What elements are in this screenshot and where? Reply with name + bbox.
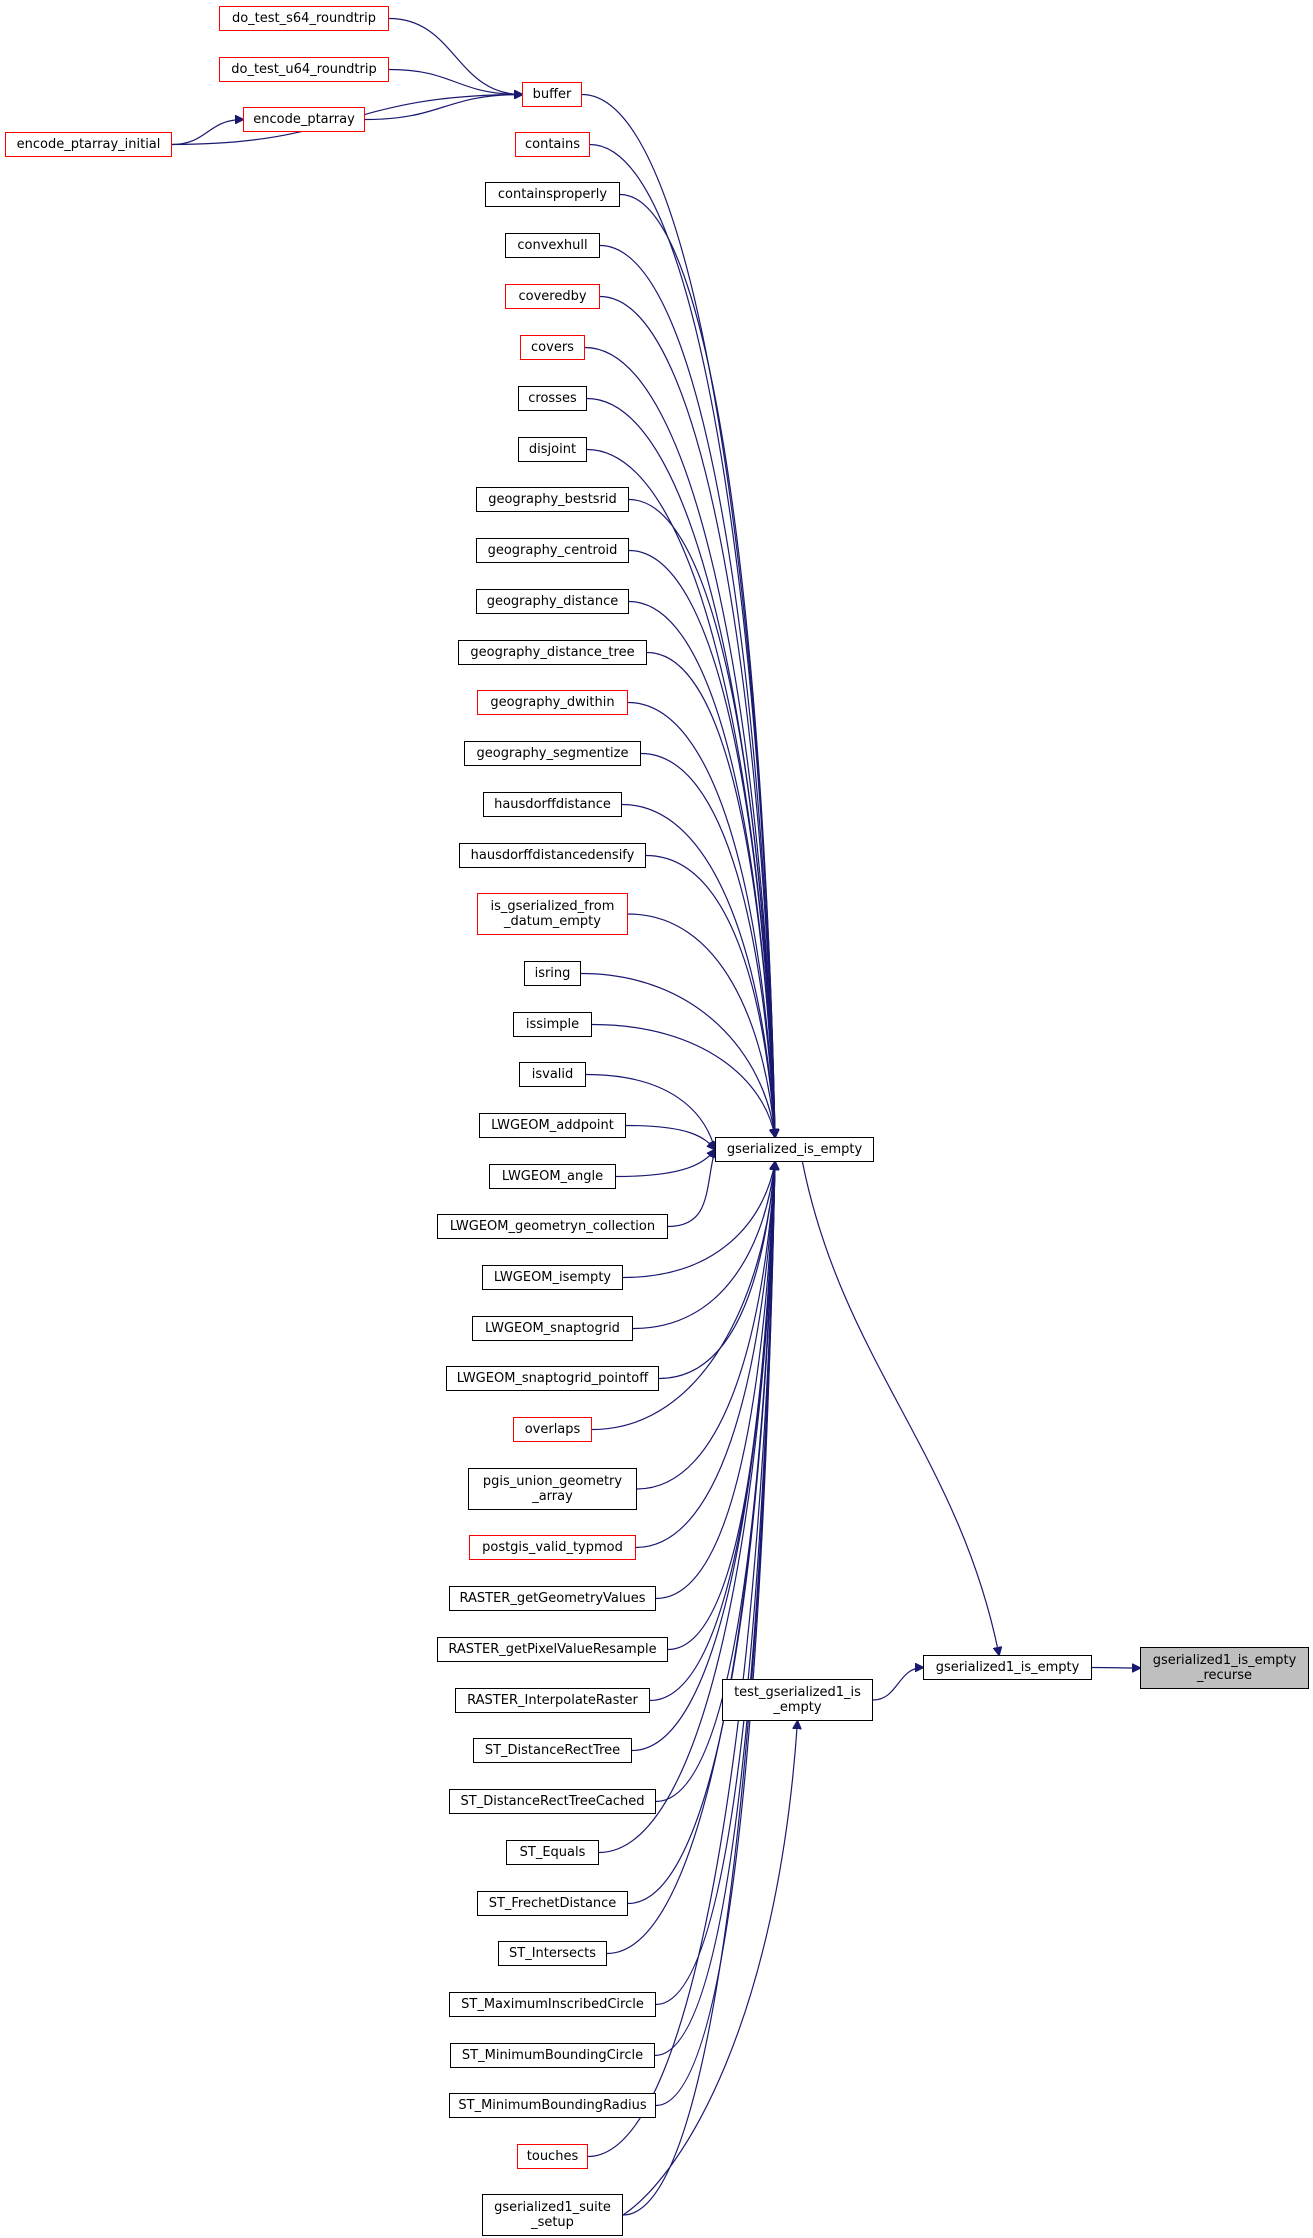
graph-node-RASTER_InterpolateRaster[interactable]: RASTER_InterpolateRaster [455, 1688, 650, 1713]
graph-node-pgis_union_geometry_array[interactable]: pgis_union_geometry _array [468, 1468, 637, 1510]
graph-node-isvalid[interactable]: isvalid [519, 1062, 586, 1087]
graph-node-postgis_valid_typmod[interactable]: postgis_valid_typmod [469, 1535, 636, 1560]
edge-geography_distance-to-gserialized_is_empty [628, 600, 775, 1138]
edge-ST_Equals-to-gserialized_is_empty [598, 1162, 775, 1854]
graph-node-hausdorffdistance[interactable]: hausdorffdistance [483, 792, 622, 817]
graph-node-ST_DistanceRectTreeCached[interactable]: ST_DistanceRectTreeCached [449, 1789, 656, 1814]
graph-node-issimple[interactable]: issimple [513, 1012, 592, 1037]
edge-do_test_s64_roundtrip-to-buffer [388, 17, 522, 95]
graph-node-LWGEOM_geometryn_collection[interactable]: LWGEOM_geometryn_collection [437, 1214, 668, 1239]
graph-node-geography_bestsrid[interactable]: geography_bestsrid [476, 487, 629, 512]
edge-LWGEOM_snaptogrid-to-gserialized_is_empty [632, 1162, 775, 1330]
graph-node-geography_distance[interactable]: geography_distance [476, 589, 629, 614]
edge-containsproperly-to-gserialized_is_empty [619, 193, 775, 1138]
graph-node-contains[interactable]: contains [515, 132, 590, 157]
graph-node-do_test_u64_roundtrip[interactable]: do_test_u64_roundtrip [219, 57, 389, 82]
edge-ST_MaximumInscribedCircle-to-gserialized_is_empty [655, 1162, 775, 2006]
graph-node-ST_MaximumInscribedCircle[interactable]: ST_MaximumInscribedCircle [449, 1992, 656, 2017]
graph-node-geography_dwithin[interactable]: geography_dwithin [477, 690, 628, 715]
graph-node-geography_segmentize[interactable]: geography_segmentize [464, 741, 641, 766]
edge-LWGEOM_angle-to-gserialized_is_empty [615, 1150, 715, 1178]
graph-node-LWGEOM_isempty[interactable]: LWGEOM_isempty [482, 1265, 623, 1290]
edge-hausdorffdistancedensify-to-gserialized_is_empty [645, 854, 775, 1138]
edge-do_test_u64_roundtrip-to-buffer [388, 68, 522, 95]
edge-geography_bestsrid-to-gserialized_is_empty [628, 498, 775, 1138]
edge-overlaps-to-gserialized_is_empty [591, 1162, 775, 1431]
graph-node-encode_ptarray_initial[interactable]: encode_ptarray_initial [5, 132, 172, 157]
graph-node-touches[interactable]: touches [517, 2144, 588, 2169]
graph-node-LWGEOM_angle[interactable]: LWGEOM_angle [489, 1164, 616, 1189]
edge-LWGEOM_geometryn_collection-to-gserialized_is_empty [667, 1150, 715, 1228]
graph-node-RASTER_getPixelValueResample[interactable]: RASTER_getPixelValueResample [437, 1637, 668, 1662]
edge-gserialized1_suite_setup-to-gserialized_is_empty [622, 1162, 775, 2216]
graph-node-geography_distance_tree[interactable]: geography_distance_tree [458, 640, 647, 665]
graph-node-LWGEOM_snaptogrid[interactable]: LWGEOM_snaptogrid [472, 1316, 633, 1341]
edge-geography_centroid-to-gserialized_is_empty [628, 549, 775, 1138]
graph-node-ST_FrechetDistance[interactable]: ST_FrechetDistance [477, 1891, 628, 1916]
edge-encode_ptarray_initial-to-encode_ptarray [171, 120, 243, 146]
graph-node-is_gserialized_from_datum_empty[interactable]: is_gserialized_from _datum_empty [477, 893, 628, 935]
edge-gserialized1_suite_setup-to-test_gserialized1_is_empty [622, 1721, 798, 2216]
graph-node-gserialized1_is_empty[interactable]: gserialized1_is_empty [923, 1655, 1092, 1680]
graph-node-buffer[interactable]: buffer [522, 82, 582, 107]
graph-node-covers[interactable]: covers [520, 335, 585, 360]
graph-node-containsproperly[interactable]: containsproperly [485, 182, 620, 207]
edge-convexhull-to-gserialized_is_empty [599, 244, 775, 1138]
graph-node-RASTER_getGeometryValues[interactable]: RASTER_getGeometryValues [449, 1586, 656, 1611]
graph-node-crosses[interactable]: crosses [518, 386, 587, 411]
edge-geography_segmentize-to-gserialized_is_empty [640, 752, 775, 1138]
edge-LWGEOM_isempty-to-gserialized_is_empty [622, 1162, 775, 1279]
graph-node-do_test_s64_roundtrip[interactable]: do_test_s64_roundtrip [219, 6, 389, 31]
graph-node-coveredby[interactable]: coveredby [505, 284, 600, 309]
graph-node-LWGEOM_addpoint[interactable]: LWGEOM_addpoint [479, 1113, 626, 1138]
edge-ST_MinimumBoundingRadius-to-gserialized_is_empty [655, 1162, 775, 2107]
graph-node-ST_DistanceRectTree[interactable]: ST_DistanceRectTree [473, 1738, 632, 1763]
edge-gserialized1_is_empty-to-gserialized1_is_empty_recurse [1091, 1668, 1140, 1669]
edge-encode_ptarray-to-buffer [364, 95, 522, 121]
graph-node-geography_centroid[interactable]: geography_centroid [476, 538, 629, 563]
edge-covers-to-gserialized_is_empty [584, 346, 775, 1138]
graph-node-disjoint[interactable]: disjoint [518, 437, 587, 462]
edge-gserialized_is_empty-to-gserialized1_is_empty [801, 1161, 999, 1655]
graph-node-LWGEOM_snaptogrid_pointoff[interactable]: LWGEOM_snaptogrid_pointoff [446, 1366, 659, 1391]
edge-isring-to-gserialized_is_empty [580, 972, 775, 1138]
graph-node-encode_ptarray[interactable]: encode_ptarray [243, 107, 365, 132]
edge-pgis_union_geometry_array-to-gserialized_is_empty [636, 1162, 775, 1490]
graph-node-hausdorffdistancedensify[interactable]: hausdorffdistancedensify [459, 843, 646, 868]
graph-node-test_gserialized1_is_empty[interactable]: test_gserialized1_is _empty [722, 1679, 873, 1721]
edge-isvalid-to-gserialized_is_empty [585, 1073, 715, 1150]
graph-node-isring[interactable]: isring [524, 961, 581, 986]
graph-node-overlaps[interactable]: overlaps [513, 1417, 592, 1442]
edge-is_gserialized_from_datum_empty-to-gserialized_is_empty [627, 913, 775, 1137]
graph-node-gserialized1_is_empty_recurse: gserialized1_is_empty _recurse [1140, 1647, 1309, 1689]
graph-node-ST_Intersects[interactable]: ST_Intersects [498, 1941, 607, 1966]
graph-node-ST_MinimumBoundingCircle[interactable]: ST_MinimumBoundingCircle [450, 2043, 655, 2068]
graph-node-convexhull[interactable]: convexhull [505, 233, 600, 258]
edge-touches-to-gserialized_is_empty [587, 1162, 775, 2158]
edge-geography_distance_tree-to-gserialized_is_empty [646, 651, 775, 1138]
edge-postgis_valid_typmod-to-gserialized_is_empty [635, 1162, 775, 1549]
edge-issimple-to-gserialized_is_empty [591, 1023, 775, 1138]
edge-LWGEOM_addpoint-to-gserialized_is_empty [625, 1124, 715, 1150]
graph-node-ST_MinimumBoundingRadius[interactable]: ST_MinimumBoundingRadius [449, 2093, 656, 2118]
graph-node-gserialized_is_empty[interactable]: gserialized_is_empty [715, 1137, 874, 1162]
edge-test_gserialized1_is_empty-to-gserialized1_is_empty [872, 1668, 923, 1701]
graph-node-ST_Equals[interactable]: ST_Equals [506, 1840, 599, 1865]
edge-RASTER_getGeometryValues-to-gserialized_is_empty [655, 1162, 775, 1600]
graph-node-gserialized1_suite_setup[interactable]: gserialized1_suite _setup [482, 2194, 623, 2236]
edge-coveredby-to-gserialized_is_empty [599, 295, 775, 1138]
